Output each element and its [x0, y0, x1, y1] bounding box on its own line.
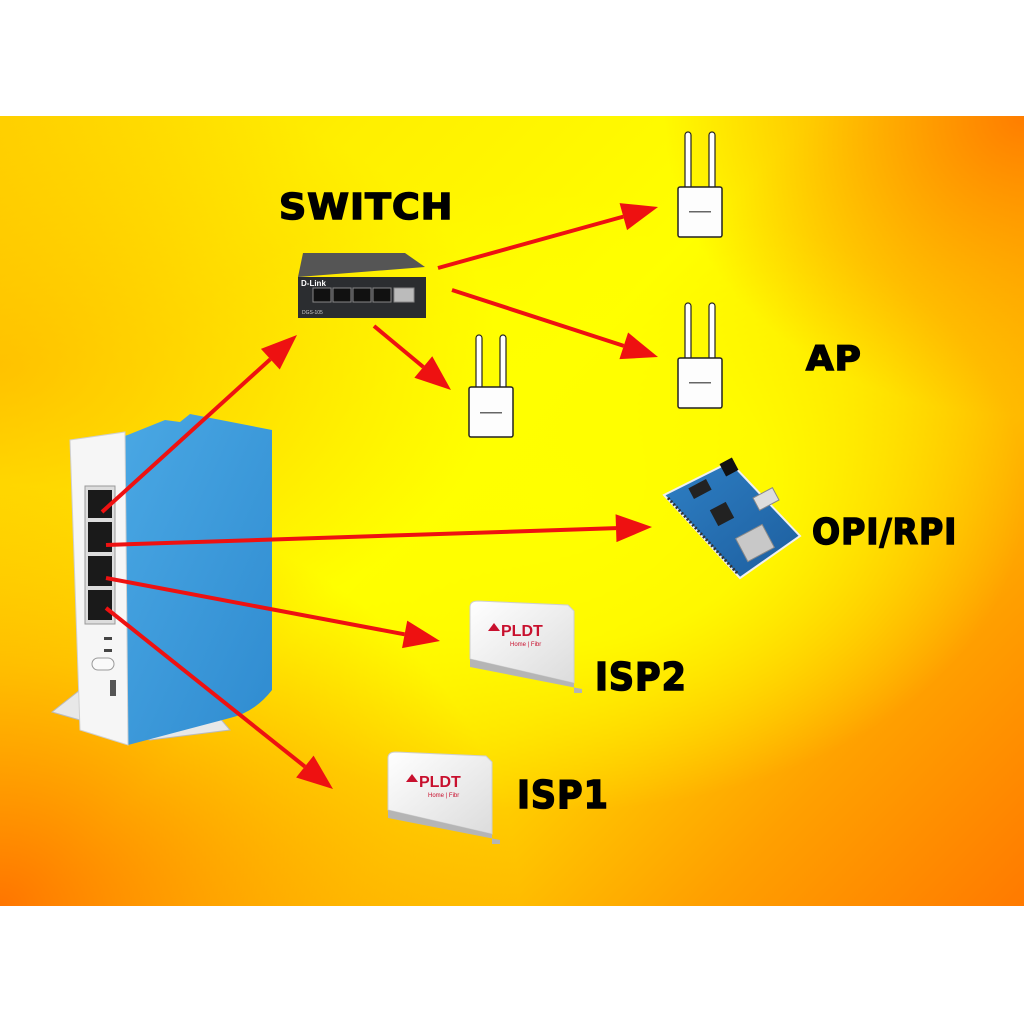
access-point-lower — [468, 334, 514, 438]
arrow-shaft — [100, 357, 272, 514]
arrow-router-port-2-to-opi-rpi — [105, 514, 652, 547]
router-port-2 — [88, 522, 112, 552]
svg-text:PLDT: PLDT — [501, 623, 543, 640]
router-button[interactable] — [91, 657, 115, 671]
isp1-modem: PLDT Home | Fibr — [387, 751, 500, 844]
switch-ports — [312, 287, 415, 303]
router-blue-fin — [120, 414, 272, 745]
svg-text:Home | Fibr: Home | Fibr — [510, 642, 541, 648]
arrow-head — [615, 514, 652, 543]
router — [50, 414, 272, 746]
arrow-head — [414, 356, 451, 390]
access-point-top — [677, 131, 723, 238]
arrow-switch-to-ap-top — [437, 203, 658, 270]
arrow-head — [619, 332, 658, 360]
router-usb-port — [110, 680, 116, 696]
isp2-label: ISP2 — [594, 655, 687, 699]
sbc-board — [662, 457, 802, 580]
sbc-usb — [752, 486, 780, 512]
switch-device: D-Link DGS-105 — [298, 253, 426, 318]
router-led-2 — [104, 649, 112, 652]
opi-rpi-label: OPI/RPI — [811, 512, 958, 553]
isp1-label: ISP1 — [516, 773, 609, 817]
svg-text:Home | Fibr: Home | Fibr — [428, 793, 459, 799]
arrow-router-port-4-to-isp1 — [104, 606, 333, 789]
switch-top — [298, 253, 425, 277]
arrow-shaft — [451, 288, 625, 348]
isp2-modem: PLDT Home | Fibr — [469, 600, 582, 693]
access-point-middle — [677, 302, 723, 409]
arrow-router-port-3-to-isp2 — [105, 576, 440, 649]
arrow-head — [402, 620, 440, 649]
arrow-shaft — [105, 526, 617, 547]
router-port-4 — [88, 590, 112, 620]
switch-brand: D-Link — [301, 279, 326, 288]
arrow-head — [296, 755, 333, 789]
sbc-cpu — [709, 501, 735, 527]
sbc-ethernet — [734, 523, 776, 563]
arrow-switch-to-ap-lower — [372, 324, 451, 390]
sbc-ram — [688, 479, 712, 499]
arrow-head — [260, 335, 297, 370]
connection-arrows — [100, 203, 658, 789]
switch-model: DGS-105 — [302, 310, 323, 316]
arrow-shaft — [437, 214, 624, 270]
ap-label: AP — [805, 339, 862, 379]
arrow-shaft — [105, 576, 405, 637]
svg-text:PLDT: PLDT — [419, 774, 461, 791]
sbc-pcb — [662, 460, 802, 580]
router-port-3 — [88, 556, 112, 586]
switch-label: SWITCH — [278, 187, 454, 228]
arrow-router-port-1-to-switch — [100, 335, 297, 514]
arrow-shaft — [372, 324, 425, 369]
arrow-shaft — [104, 606, 307, 769]
arrow-head — [619, 203, 658, 231]
arrow-switch-to-ap-middle — [451, 288, 658, 360]
sbc-gpio-header — [666, 496, 740, 576]
router-led-1 — [104, 637, 112, 640]
sbc-power-jack — [719, 457, 739, 477]
